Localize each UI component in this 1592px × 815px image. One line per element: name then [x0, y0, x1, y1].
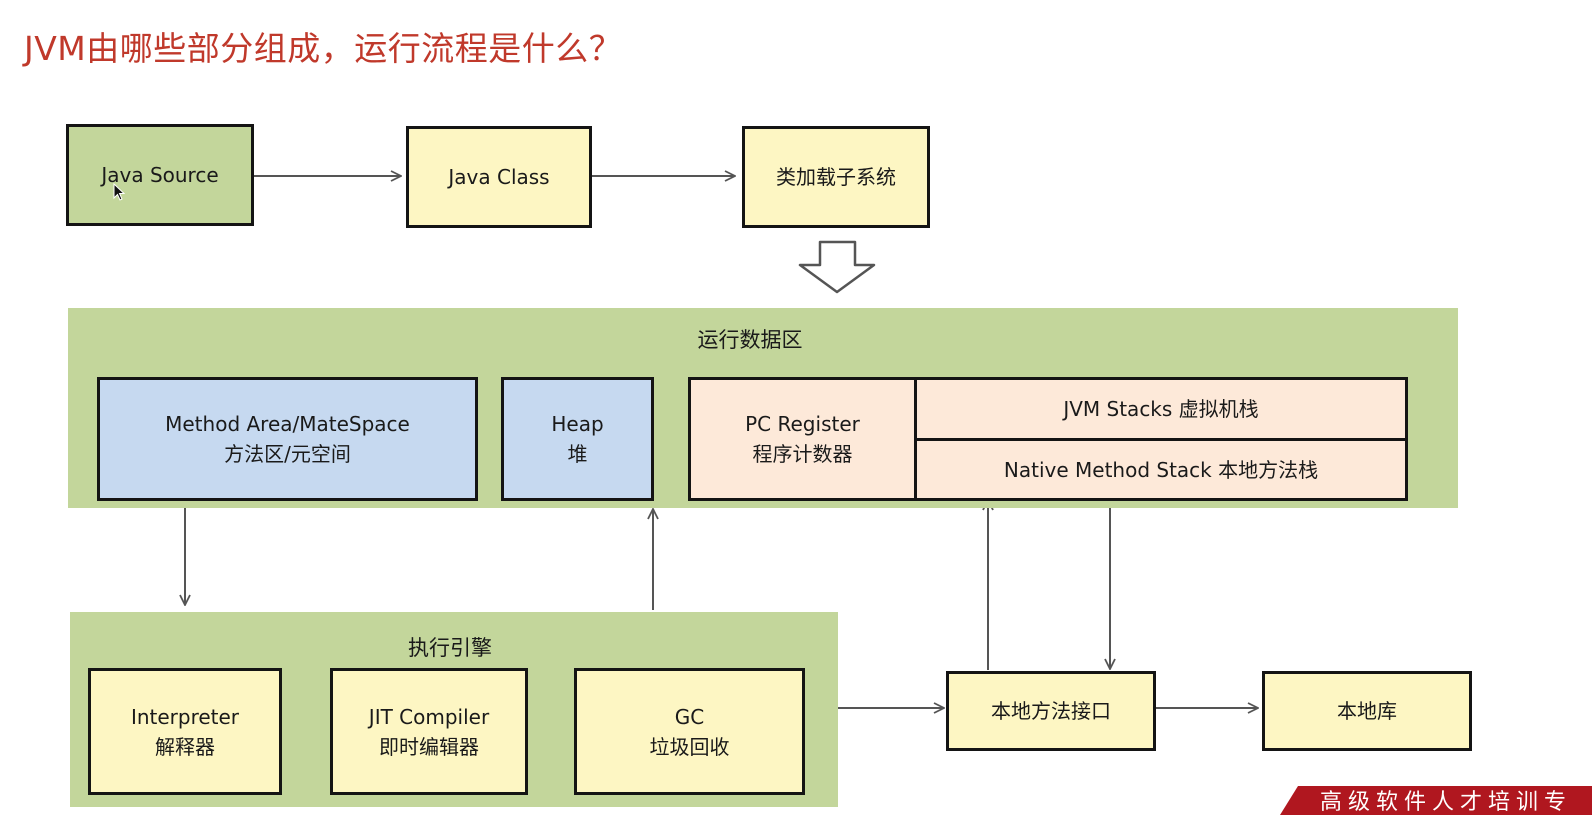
pc-register-en: PC Register	[745, 412, 860, 436]
java-class-label: Java Class	[448, 165, 550, 189]
gc-en: GC	[674, 704, 705, 729]
interpreter-zh: 解释器	[155, 734, 215, 759]
native-library-label: 本地库	[1337, 699, 1397, 723]
java-source-label: Java Source	[101, 163, 219, 187]
jvm-stacks-label: JVM Stacks 虚拟机栈	[1063, 397, 1259, 421]
heap-en: Heap	[551, 412, 604, 436]
jit-compiler-zh: 即时编辑器	[379, 734, 479, 759]
brand-banner: 高级软件人才培训专	[1280, 786, 1592, 815]
method-area-zh: 方法区/元空间	[224, 442, 351, 466]
native-library-box: 本地库	[1262, 671, 1472, 751]
gc-zh: 垃圾回收	[649, 734, 730, 759]
class-loader-label: 类加载子系统	[776, 165, 896, 189]
method-area-box: Method Area/MateSpace 方法区/元空间	[97, 377, 478, 501]
jvm-stacks-box: JVM Stacks 虚拟机栈	[914, 377, 1408, 441]
brand-banner-text: 高级软件人才培训专	[1320, 790, 1573, 815]
native-method-stack-box: Native Method Stack 本地方法栈	[914, 438, 1408, 501]
pc-register-box: PC Register 程序计数器	[688, 377, 917, 501]
pc-register-zh: 程序计数器	[752, 442, 853, 466]
interpreter-box: Interpreter 解释器	[88, 668, 282, 795]
execution-engine-label: 执行引擎	[408, 636, 492, 660]
gc-box: GC 垃圾回收	[574, 668, 805, 795]
native-method-interface-box: 本地方法接口	[946, 671, 1156, 751]
heap-zh: 堆	[567, 442, 588, 466]
mouse-cursor-icon	[113, 183, 126, 201]
hollow-down-arrow-icon	[798, 240, 876, 294]
class-loader-box: 类加载子系统	[742, 126, 930, 228]
native-method-stack-label: Native Method Stack 本地方法栈	[1003, 457, 1319, 482]
runtime-data-area-label: 运行数据区	[697, 328, 803, 352]
interpreter-en: Interpreter	[130, 704, 240, 729]
jit-compiler-en: JIT Compiler	[368, 704, 490, 729]
java-source-box: Java Source	[66, 124, 254, 226]
native-method-interface-label: 本地方法接口	[991, 699, 1111, 723]
heap-box: Heap 堆	[501, 377, 654, 501]
jit-compiler-box: JIT Compiler 即时编辑器	[330, 668, 528, 795]
java-class-box: Java Class	[406, 126, 592, 228]
method-area-en: Method Area/MateSpace	[165, 412, 410, 436]
page-title: JVM由哪些部分组成，运行流程是什么？	[24, 29, 623, 68]
